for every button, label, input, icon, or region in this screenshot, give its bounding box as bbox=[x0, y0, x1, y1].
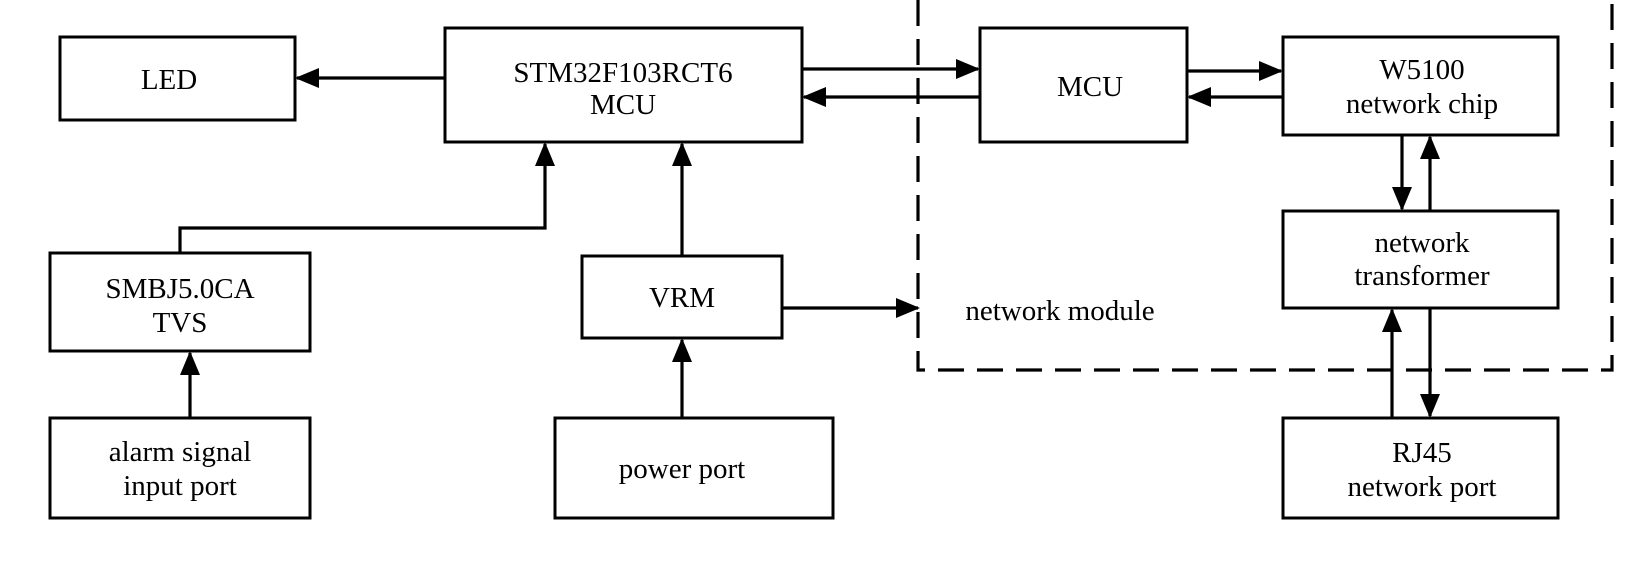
alarm-input-port-block: alarm signal input port bbox=[48, 416, 312, 520]
network-transformer-block: network transformer bbox=[1281, 209, 1560, 310]
rj45-port-block: RJ45 network port bbox=[1281, 416, 1560, 520]
alarm-input-port-label-line2: input port bbox=[123, 470, 237, 502]
arrow-smbj-to-stm32 bbox=[178, 142, 555, 253]
led-block: LED bbox=[58, 35, 297, 122]
network-transformer-label-line1: network bbox=[1374, 227, 1470, 259]
rj45-port-label-line1: RJ45 bbox=[1392, 437, 1452, 469]
smbj-tvs-block: SMBJ5.0CA TVS bbox=[48, 251, 312, 353]
connection-arrows bbox=[178, 59, 1440, 418]
vrm-block-label: VRM bbox=[649, 282, 715, 314]
power-port-block: power port bbox=[553, 416, 835, 520]
w5100-chip-label-line2: network chip bbox=[1346, 88, 1498, 120]
w5100-chip-label-line1: W5100 bbox=[1379, 54, 1464, 86]
network-mcu-label: MCU bbox=[1057, 71, 1123, 103]
alarm-input-port-label-line1: alarm signal bbox=[109, 436, 252, 468]
rj45-port-label-line2: network port bbox=[1348, 471, 1497, 503]
power-port-label: power port bbox=[619, 453, 745, 485]
stm32-mcu-block: STM32F103RCT6 MCU bbox=[443, 26, 804, 144]
w5100-chip-block: W5100 network chip bbox=[1281, 35, 1560, 137]
network-module-label: network module bbox=[965, 295, 1154, 327]
stm32-mcu-label-line2: MCU bbox=[590, 89, 656, 121]
network-module-boundary bbox=[916, 0, 1614, 372]
smbj-tvs-label-line1: SMBJ5.0CA bbox=[105, 273, 254, 305]
vrm-block: VRM bbox=[580, 254, 784, 340]
smbj-tvs-label-line2: TVS bbox=[153, 307, 208, 339]
stm32-mcu-label-line1: STM32F103RCT6 bbox=[513, 57, 732, 89]
network-module-group: network module bbox=[916, 0, 1614, 372]
led-block-label: LED bbox=[141, 64, 197, 96]
network-transformer-label-line2: transformer bbox=[1354, 260, 1490, 292]
network-mcu-block: MCU bbox=[978, 26, 1189, 144]
